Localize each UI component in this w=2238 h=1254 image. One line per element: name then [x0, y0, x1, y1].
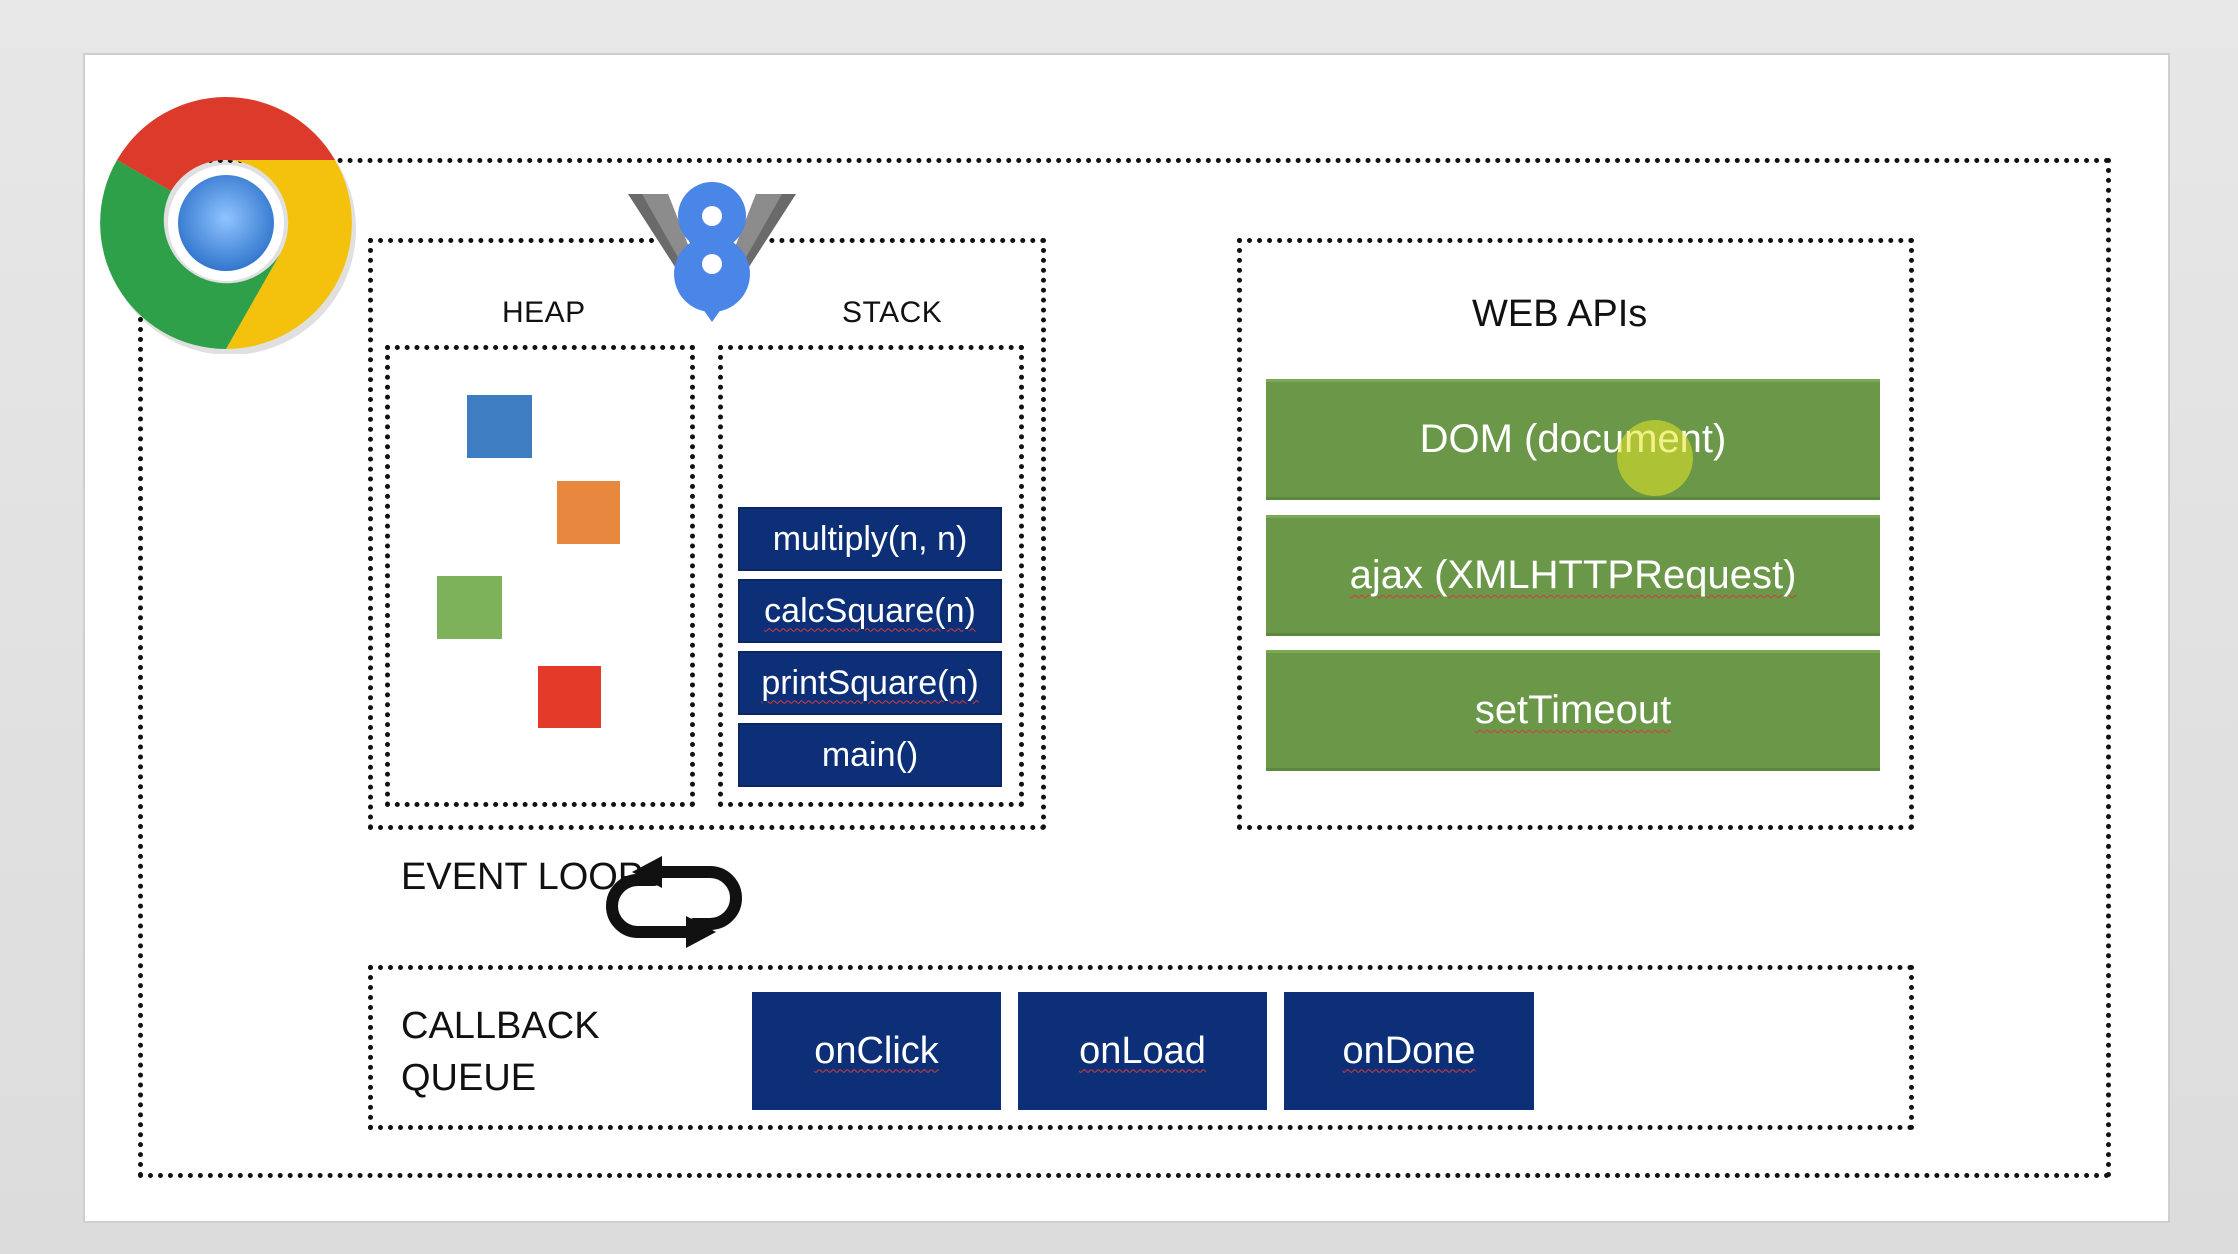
heap-label: HEAP — [502, 296, 586, 329]
loop-arrows-icon — [606, 856, 742, 948]
cursor-highlight — [1617, 420, 1693, 496]
heap-object-red — [538, 666, 601, 728]
browser-runtime-container — [138, 158, 2111, 1178]
web-apis-container — [1237, 238, 1914, 830]
heap-object-orange — [557, 481, 620, 544]
callback-ondone: onDone — [1284, 992, 1534, 1110]
web-api-settimeout: setTimeout — [1266, 650, 1880, 771]
callback-onload-label: onLoad — [1079, 1029, 1206, 1072]
stack-frame-main: main() — [738, 723, 1002, 787]
stack-frame-printsquare: printSquare(n) — [738, 651, 1002, 715]
heap-box — [385, 345, 695, 807]
event-loop-label: EVENT LOOP — [401, 856, 644, 898]
callback-queue-label-line2: QUEUE — [401, 1057, 537, 1099]
web-api-ajax-label: ajax (XMLHTTPRequest) — [1349, 553, 1797, 597]
callback-ondone-label: onDone — [1342, 1029, 1476, 1072]
heap-object-green — [437, 576, 502, 639]
callback-queue-label-line1: CALLBACK — [401, 1005, 600, 1047]
stack-box — [718, 345, 1024, 807]
chrome-logo-icon — [100, 97, 356, 354]
callback-onload: onLoad — [1018, 992, 1267, 1110]
callback-queue-container — [368, 965, 1914, 1130]
callback-onclick-label: onClick — [814, 1029, 939, 1072]
stack-frame-multiply: multiply(n, n) — [738, 507, 1002, 571]
web-apis-label: WEB APIs — [1472, 293, 1648, 335]
web-api-ajax: ajax (XMLHTTPRequest) — [1266, 515, 1880, 636]
callback-onclick: onClick — [752, 992, 1001, 1110]
stack-frame-calcsquare: calcSquare(n) — [738, 579, 1002, 643]
v8-logo-icon — [628, 182, 796, 322]
web-api-settimeout-label: setTimeout — [1474, 688, 1672, 732]
heap-object-blue — [467, 395, 532, 458]
stack-label: STACK — [842, 296, 943, 329]
web-api-dom: DOM (document) — [1266, 379, 1880, 500]
